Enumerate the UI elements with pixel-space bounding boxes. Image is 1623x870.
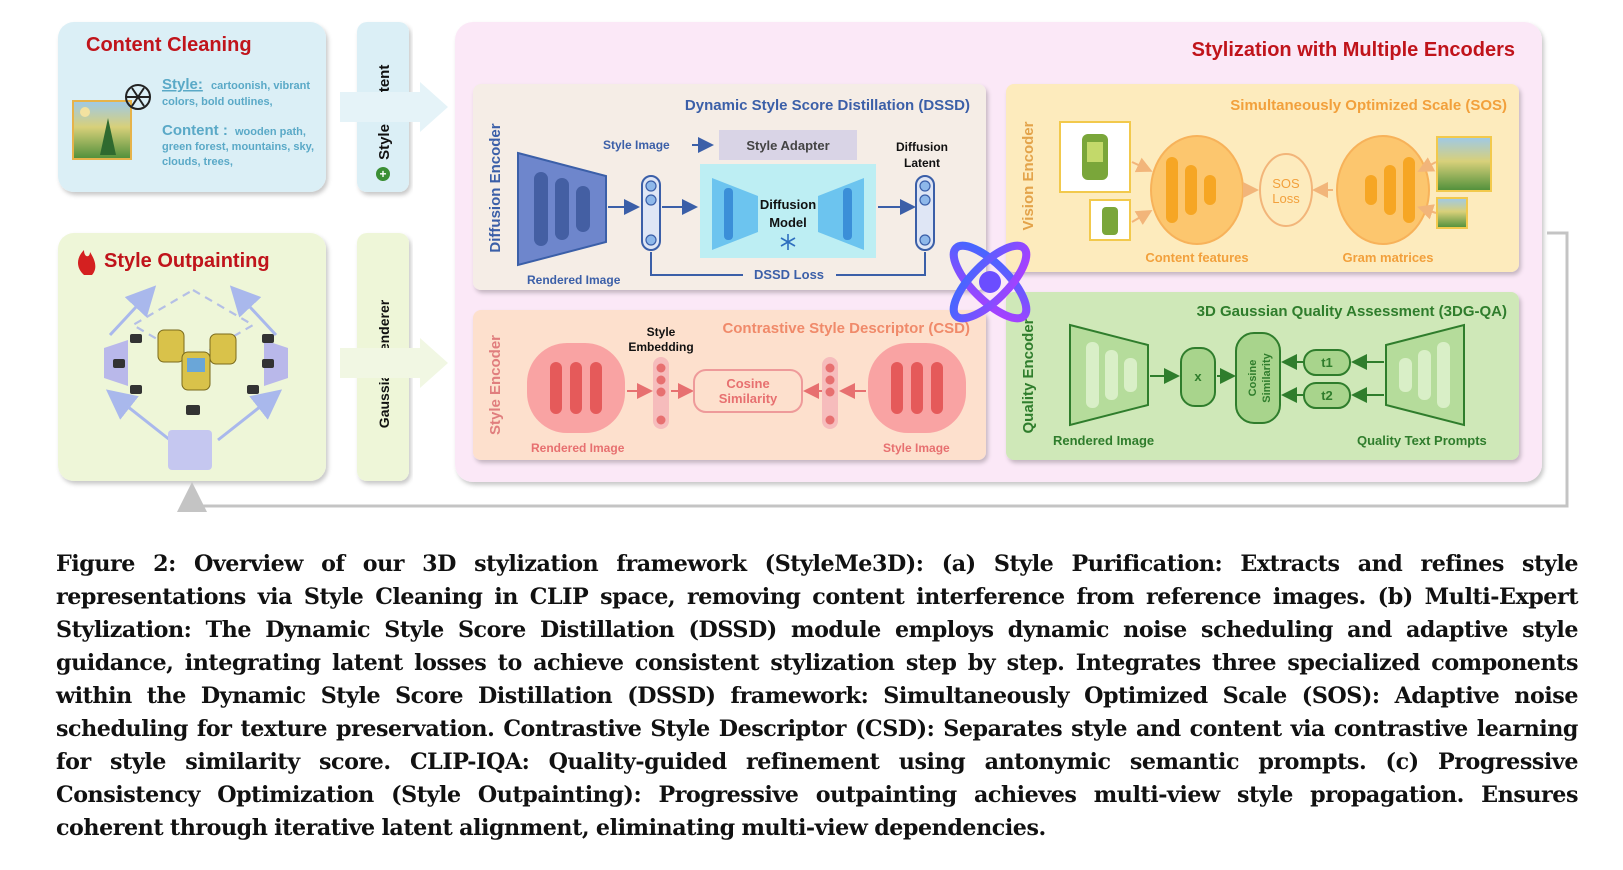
style-outpainting-panel: Style Outpainting — [58, 233, 326, 481]
csd-cosine-similarity-box — [693, 369, 803, 413]
diffusion-latent-line-2: Latent — [904, 156, 940, 170]
snowflake-icon — [780, 234, 796, 250]
content-image-thumbnails — [1059, 121, 1131, 241]
csd-panel: Style Encoder Contrastive Style Descript… — [473, 310, 986, 460]
style-adapter-box — [719, 130, 857, 160]
dssd-title: Dynamic Style Score Distillation (DSSD) — [685, 97, 970, 114]
style-embedding-line-2: Embedding — [628, 340, 693, 354]
t1-label: t1 — [1321, 355, 1333, 370]
feedback-loop-arrow — [177, 231, 1569, 512]
csd-title: Contrastive Style Descriptor (CSD) — [722, 320, 970, 337]
stylization-title: Stylization with Multiple Encoders — [1192, 39, 1515, 61]
vision-encoder-label: Vision Encoder — [1020, 121, 1037, 230]
sos-panel: Vision Encoder Simultaneously Optimized … — [1006, 84, 1519, 272]
qa-cosine-line-2: Similarity — [1261, 352, 1273, 402]
t1-token — [1303, 349, 1351, 376]
sos-loss-line-2: Loss — [1272, 191, 1300, 206]
style-text-line-1: cartoonish, vibrant — [211, 80, 310, 92]
t2-label: t2 — [1321, 388, 1333, 403]
t2-token — [1303, 382, 1351, 409]
content-text-line-3: clouds, trees, — [162, 156, 233, 168]
content-features-label: Content features — [1145, 250, 1248, 265]
qa-text-prompts-label: Quality Text Prompts — [1357, 433, 1487, 448]
csd-style-image-label: Style Image — [883, 441, 950, 455]
gram-matrices-encoder — [1336, 135, 1430, 245]
diffusion-model-line-2: Model — [769, 215, 807, 230]
qa-rendered-image-label: Rendered Image — [1053, 433, 1154, 448]
csd-rendered-image-label: Rendered Image — [531, 441, 625, 455]
style-adapter-label: Style Adapter — [746, 138, 829, 153]
csd-cosine-line-1: Cosine — [726, 376, 769, 391]
dssd-rendered-image-label: Rendered Image — [527, 273, 621, 287]
framework-diagram: Content Cleaning Style: cartoonish, vibr… — [58, 22, 1569, 512]
qa-cosine-similarity-box — [1235, 332, 1281, 424]
dssd-style-image-label: Style Image — [603, 138, 670, 152]
style-text-line-2: colors, bold outlines, — [162, 96, 273, 108]
content-text-line-1: wooden path, — [234, 126, 306, 138]
style-label: Style: — [162, 76, 203, 93]
style-outpainting-title: Style Outpainting — [104, 250, 270, 272]
multi-encoder-hub-icon — [949, 241, 1031, 323]
diffusion-latent-vector — [915, 175, 935, 251]
qa-cosine-line-1: Cosine — [1247, 360, 1259, 397]
diffusion-latent-line-1: Diffusion — [896, 140, 948, 154]
gram-matrices-label: Gram matrices — [1342, 250, 1433, 265]
content-cleaning-panel: Content Cleaning Style: cartoonish, vibr… — [58, 22, 326, 192]
multiview-chairs-illustration — [104, 285, 288, 470]
content-cleaning-title: Content Cleaning — [86, 34, 252, 56]
rendered-latent-vector — [641, 175, 661, 251]
qa-panel: Quality Encoder 3D Gaussian Quality Asse… — [1006, 292, 1519, 460]
plus-badge — [376, 167, 390, 181]
dssd-loss-label: DSSD Loss — [754, 267, 824, 282]
csd-cosine-line-2: Similarity — [719, 391, 778, 406]
diffusion-model-line-1: Diffusion — [760, 197, 816, 212]
arrow-to-stylization-top — [340, 82, 448, 132]
multiply-node — [1180, 347, 1216, 407]
multiply-sign: x — [1194, 369, 1202, 384]
style-encoder-label: Style Encoder — [487, 335, 504, 435]
style-embedding-line-1: Style — [647, 325, 676, 339]
plus-sign: + — [379, 167, 386, 181]
camera-icon — [113, 334, 274, 415]
style-image-thumbnail — [72, 100, 132, 160]
openai-logo-icon — [125, 84, 151, 110]
figure-caption: Figure 2: Overview of our 3D stylization… — [56, 551, 1578, 841]
fire-icon — [78, 250, 96, 275]
quality-encoder-label: Quality Encoder — [1020, 318, 1037, 433]
style-word: Style — [376, 124, 393, 160]
sos-loss-line-1: SOS — [1272, 176, 1300, 191]
content-text-line-2: green forest, mountains, sky, — [162, 141, 314, 153]
sos-title: Simultaneously Optimized Scale (SOS) — [1230, 97, 1507, 114]
qa-title: 3D Gaussian Quality Assessment (3DG-QA) — [1197, 303, 1507, 320]
diffusion-encoder-label: Diffusion Encoder — [487, 123, 504, 252]
arrow-to-stylization-bottom — [340, 338, 448, 388]
dssd-panel: Diffusion Encoder Dynamic Style Score Di… — [473, 84, 986, 290]
content-label: Content : — [162, 122, 228, 139]
sos-style-image-thumbnails — [1436, 136, 1492, 229]
